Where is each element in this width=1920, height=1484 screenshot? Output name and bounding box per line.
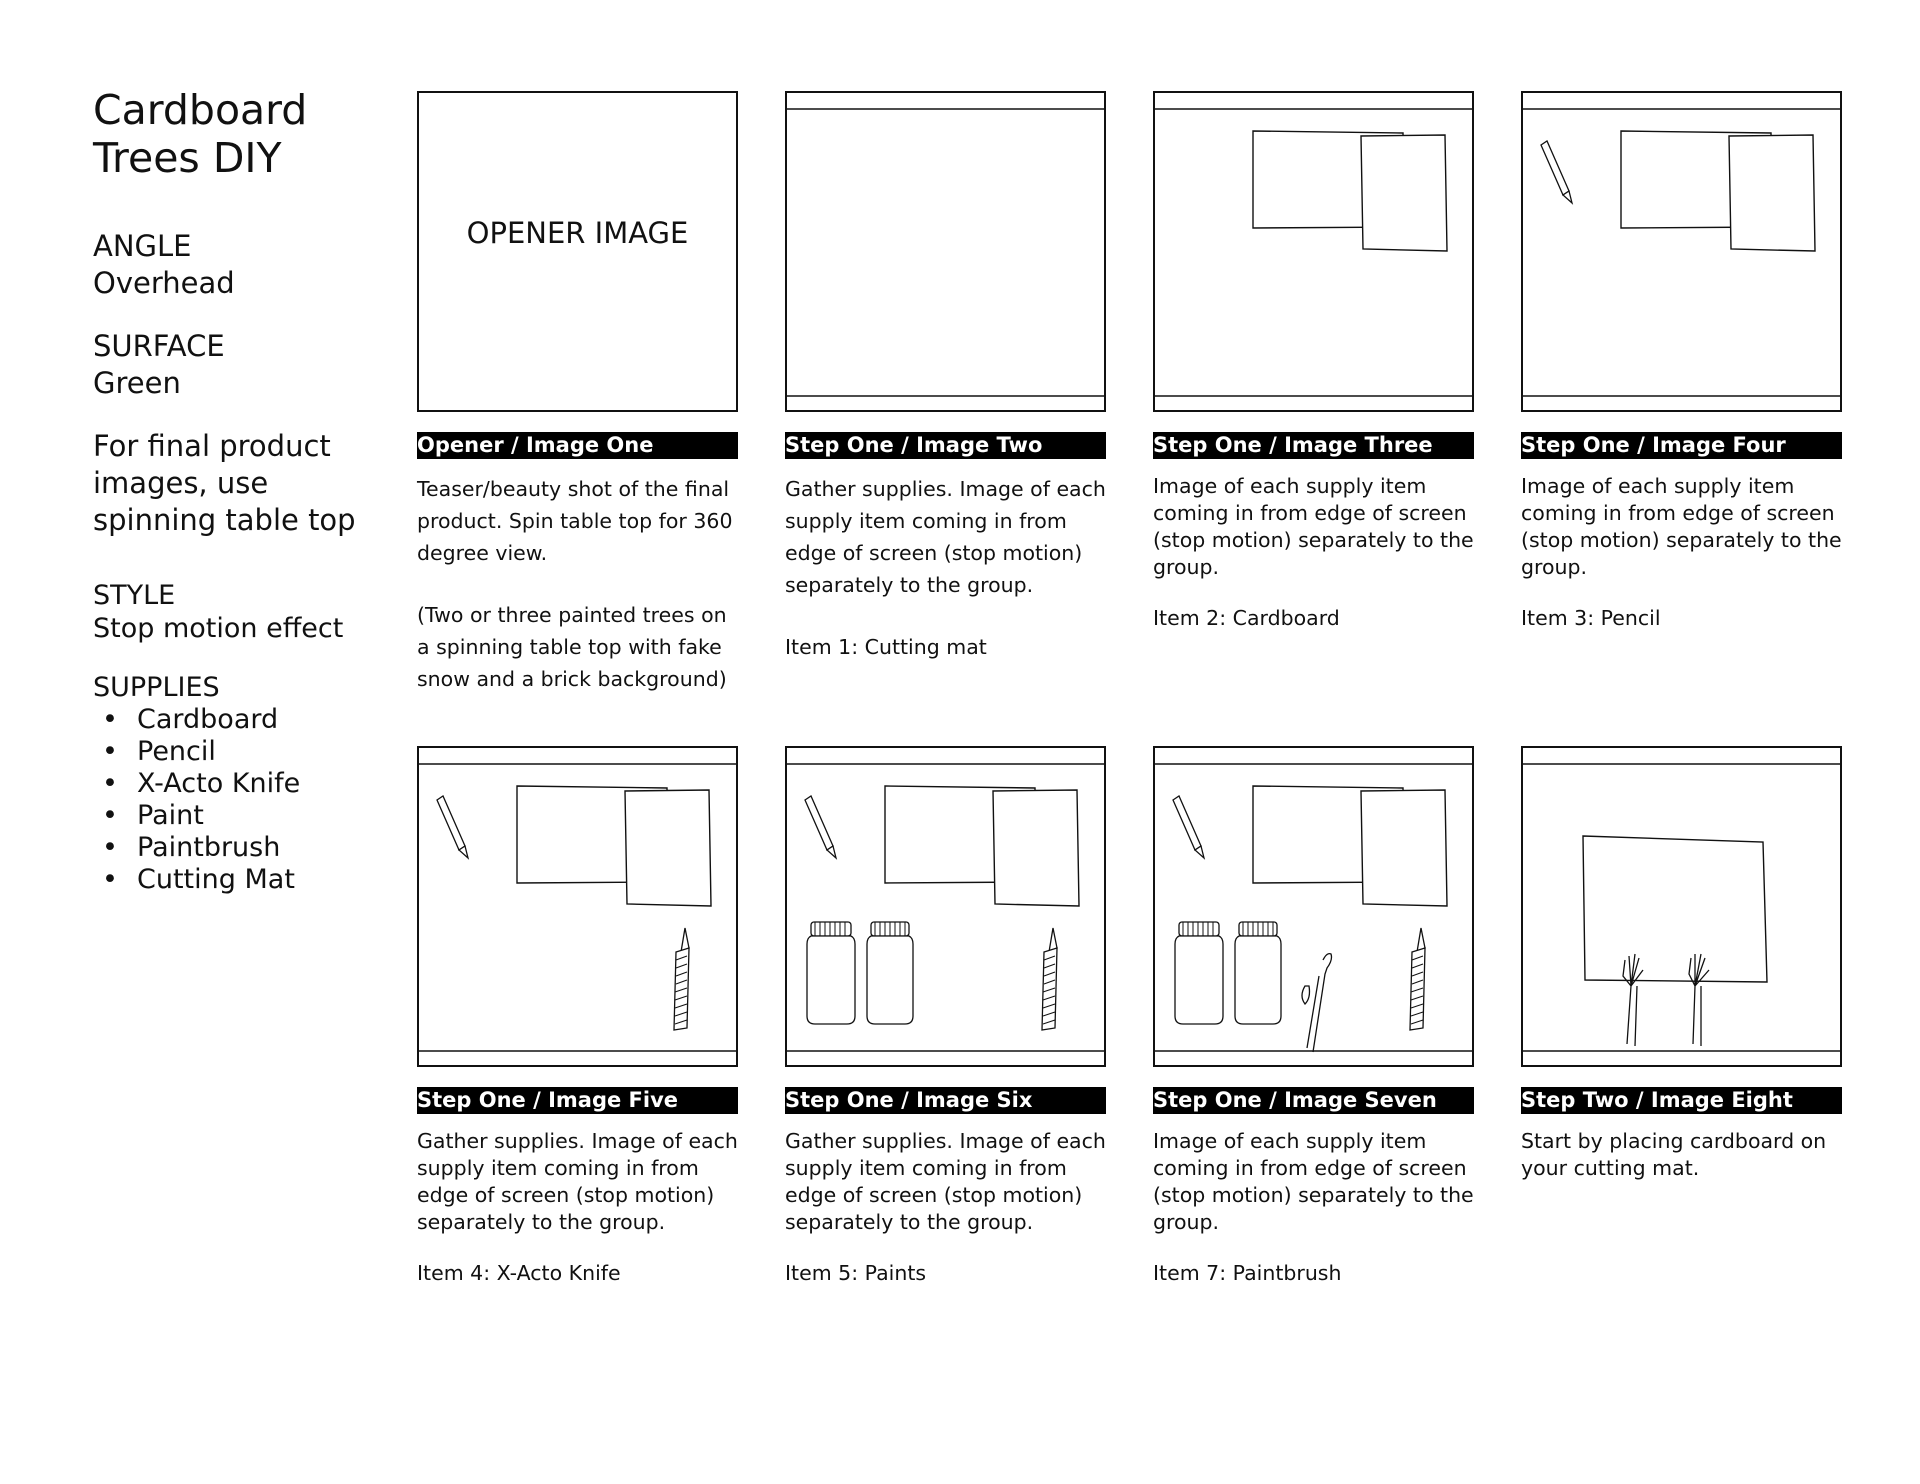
panel-frame bbox=[1521, 91, 1842, 412]
supply-item: •Pencil bbox=[93, 736, 393, 768]
storyboard-panel-6: Step One / Image Six Gather supplies. Im… bbox=[785, 746, 1106, 1287]
supplies-spec: SUPPLIES •Cardboard •Pencil •X-Acto Knif… bbox=[93, 671, 393, 896]
storyboard-panel-1: OPENER IMAGE Opener / Image One Teaser/b… bbox=[417, 91, 738, 695]
sketch-cardboard-pencil bbox=[1523, 93, 1840, 410]
supply-item: •Paintbrush bbox=[93, 832, 393, 864]
storyboard-panel-7: Step One / Image Seven Image of each sup… bbox=[1153, 746, 1474, 1287]
storyboard-panel-3: Step One / Image Three Image of each sup… bbox=[1153, 91, 1474, 632]
sketch-paintbrush-added bbox=[1155, 748, 1472, 1065]
panel-frame bbox=[785, 746, 1106, 1067]
angle-spec: ANGLE Overhead bbox=[93, 228, 393, 302]
surface-spec: SURFACE Green bbox=[93, 328, 393, 402]
paint-bottles-icon bbox=[1175, 922, 1281, 1024]
angle-value: Overhead bbox=[93, 265, 393, 302]
style-spec: STYLE Stop motion effect bbox=[93, 579, 393, 645]
panel-heading: Step One / Image Four bbox=[1521, 432, 1842, 459]
x-acto-knife-icon bbox=[1042, 928, 1057, 1030]
pencil-icon bbox=[1541, 141, 1572, 203]
sketch-cardboard bbox=[1155, 93, 1472, 410]
panel-frame bbox=[785, 91, 1106, 412]
supply-item: •X-Acto Knife bbox=[93, 768, 393, 800]
final-product-note: For final product images, use spinning t… bbox=[93, 428, 393, 539]
style-value: Stop motion effect bbox=[93, 612, 393, 645]
supplies-list: •Cardboard •Pencil •X-Acto Knife •Paint … bbox=[93, 704, 393, 896]
angle-label: ANGLE bbox=[93, 228, 393, 265]
style-label: STYLE bbox=[93, 579, 393, 612]
panel-heading: Step One / Image Three bbox=[1153, 432, 1474, 459]
panel-caption: Gather supplies. Image of each supply it… bbox=[785, 1128, 1106, 1287]
panel-heading: Opener / Image One bbox=[417, 432, 738, 459]
panel-caption: Gather supplies. Image of each supply it… bbox=[417, 1128, 738, 1287]
panel-frame: OPENER IMAGE bbox=[417, 91, 738, 412]
panel-caption: Teaser/beauty shot of the final product.… bbox=[417, 473, 738, 695]
document-title: Cardboard Trees DIY bbox=[93, 86, 333, 182]
supply-item: •Cardboard bbox=[93, 704, 393, 736]
surface-value: Green bbox=[93, 365, 393, 402]
supply-item: •Cutting Mat bbox=[93, 864, 393, 896]
storyboard-sidebar: Cardboard Trees DIY ANGLE Overhead SURFA… bbox=[93, 86, 393, 922]
panel-heading: Step Two / Image Eight bbox=[1521, 1087, 1842, 1114]
panel-caption: Image of each supply item coming in from… bbox=[1153, 1128, 1474, 1287]
paint-bottles-icon bbox=[807, 922, 913, 1024]
pencil-icon bbox=[1173, 796, 1204, 858]
paintbrush-icon bbox=[1302, 954, 1332, 1052]
sketch-paints-added bbox=[787, 748, 1104, 1065]
sketch-knife-added bbox=[419, 748, 736, 1065]
panel-caption: Image of each supply item coming in from… bbox=[1153, 473, 1474, 632]
panel-frame bbox=[417, 746, 738, 1067]
pencil-icon bbox=[805, 796, 836, 858]
opener-image-placeholder: OPENER IMAGE bbox=[419, 216, 736, 251]
panel-caption: Start by placing cardboard on your cutti… bbox=[1521, 1128, 1842, 1182]
supplies-label: SUPPLIES bbox=[93, 671, 393, 704]
storyboard-panel-4: Step One / Image Four Image of each supp… bbox=[1521, 91, 1842, 632]
panel-heading: Step One / Image Two bbox=[785, 432, 1106, 459]
supply-item: •Paint bbox=[93, 800, 393, 832]
sketch-placing-cardboard bbox=[1523, 748, 1840, 1065]
panel-heading: Step One / Image Six bbox=[785, 1087, 1106, 1114]
panel-frame bbox=[1521, 746, 1842, 1067]
storyboard-panel-5: Step One / Image Five Gather supplies. I… bbox=[417, 746, 738, 1287]
x-acto-knife-icon bbox=[674, 928, 689, 1030]
panel-heading: Step One / Image Seven bbox=[1153, 1087, 1474, 1114]
surface-label: SURFACE bbox=[93, 328, 393, 365]
storyboard-panel-2: Step One / Image Two Gather supplies. Im… bbox=[785, 91, 1106, 663]
sketch-cutting-mat bbox=[787, 93, 1104, 410]
panel-frame bbox=[1153, 91, 1474, 412]
panel-heading: Step One / Image Five bbox=[417, 1087, 738, 1114]
panel-caption: Gather supplies. Image of each supply it… bbox=[785, 473, 1106, 663]
storyboard-panel-8: Step Two / Image Eight Start by placing … bbox=[1521, 746, 1842, 1182]
panel-caption: Image of each supply item coming in from… bbox=[1521, 473, 1842, 632]
pencil-icon bbox=[437, 796, 468, 858]
panel-frame bbox=[1153, 746, 1474, 1067]
x-acto-knife-icon bbox=[1410, 928, 1425, 1030]
